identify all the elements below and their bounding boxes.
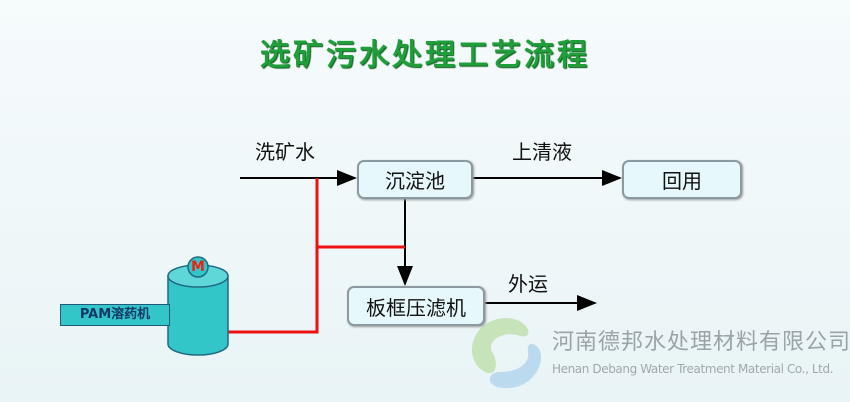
dosing-line: [228, 178, 319, 334]
page-title: 选矿污水处理工艺流程: [260, 38, 590, 73]
input-label: 洗矿水: [255, 140, 315, 164]
watermark-cn: 河南德邦水处理材料有限公司: [552, 330, 850, 355]
pam-dosing-label: PAM溶药机: [60, 304, 170, 326]
reuse-box: 回用: [622, 160, 742, 199]
export-label: 外运: [508, 272, 548, 296]
motor-label: M: [191, 259, 205, 275]
logo-icon: [471, 318, 542, 389]
tank-icon: [167, 256, 229, 356]
filter-press-box: 板框压滤机: [347, 286, 485, 326]
motor-icon: [187, 256, 209, 278]
watermark-en: Henan Debang Water Treatment Material Co…: [552, 362, 834, 376]
supernatant-label: 上清液: [512, 140, 572, 164]
sedimentation-tank-box: 沉淀池: [357, 160, 473, 199]
